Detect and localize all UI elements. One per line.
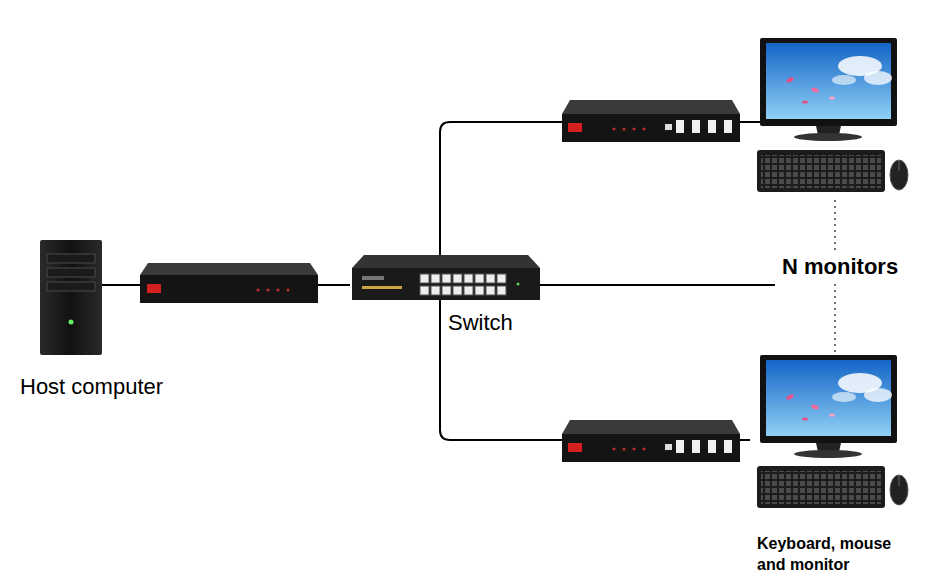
host-computer-node: Host computer (15, 232, 200, 408)
cable (540, 284, 775, 286)
led (517, 283, 520, 286)
switch-ports (420, 274, 506, 295)
led (257, 289, 260, 292)
led (287, 289, 290, 292)
drive-bay (47, 282, 95, 291)
keyboard (757, 150, 885, 192)
switch-node: Switch (350, 252, 542, 342)
switch-top (352, 255, 540, 268)
power-led (69, 320, 74, 325)
receiver (562, 420, 740, 462)
node-label: Host computer (20, 373, 163, 402)
mouse (890, 475, 908, 505)
group-label: N monitors (779, 254, 901, 280)
host-tower (40, 240, 102, 355)
led (277, 289, 280, 292)
node-label: Keyboard, mouse and monitor (757, 534, 917, 576)
transmitter-front (140, 275, 318, 303)
mouse (890, 160, 908, 190)
switch-front (352, 268, 540, 300)
transmitter-top (140, 263, 318, 275)
brand-plate (362, 276, 384, 280)
drive-bay (47, 254, 95, 263)
tower-body (40, 240, 102, 355)
monitor (760, 355, 897, 458)
led (267, 289, 270, 292)
transmitter (140, 263, 318, 303)
model-strip (362, 286, 402, 289)
node-label: Switch (448, 309, 513, 338)
drive-bay (47, 268, 95, 277)
network-switch (352, 255, 540, 300)
workstation-node: Keyboard, mouse and monitor (750, 350, 930, 578)
dip-switch (147, 284, 161, 293)
keyboard (757, 466, 885, 508)
receiver (562, 100, 740, 142)
cable (439, 300, 441, 342)
monitor (760, 38, 897, 141)
